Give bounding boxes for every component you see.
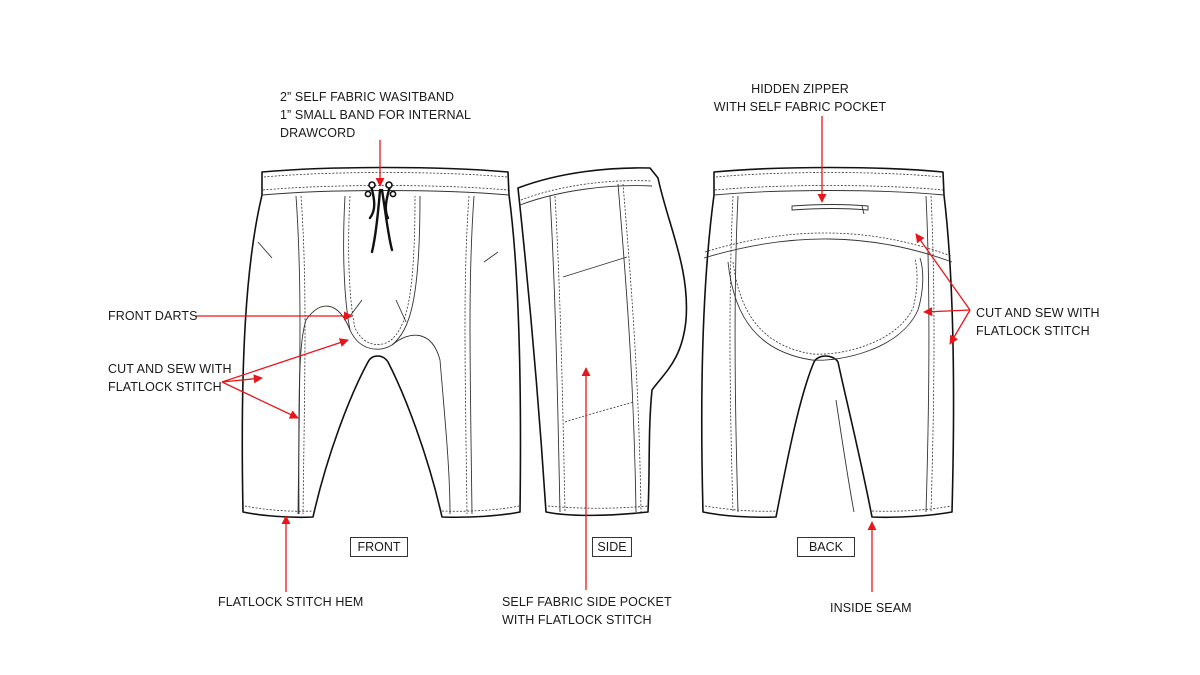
back-yoke-seam <box>703 238 953 263</box>
hidden-zipper-icon <box>791 204 869 211</box>
side-pocket-callout-line1: SELF FABRIC SIDE POCKET <box>502 595 672 609</box>
flatlock-hem-callout: FLATLOCK STITCH HEM <box>218 593 363 611</box>
side-view-garment <box>517 167 688 517</box>
cut-sew-right-callout-line1: CUT AND SEW WITH <box>976 306 1100 320</box>
cut-sew-right-callout: CUT AND SEW WITH FLATLOCK STITCH <box>976 304 1100 340</box>
back-view-garment <box>700 166 955 519</box>
cut-sew-right-callout-line2: FLATLOCK STITCH <box>976 324 1090 338</box>
side-front-seam <box>549 195 561 513</box>
front-dart-right <box>395 299 407 323</box>
hidden-zipper-callout: HIDDEN ZIPPER WITH SELF FABRIC POCKET <box>700 80 900 116</box>
back-left-panel-seam <box>734 195 739 513</box>
cut-sew-left-callout-line2: FLATLOCK STITCH <box>108 380 222 394</box>
back-inside-seam <box>835 399 855 513</box>
front-right-pocket <box>483 251 499 263</box>
waistband-callout-line2: 1” SMALL BAND FOR INTERNAL <box>280 108 472 122</box>
waistband-callout-line3: DRAWCORD <box>280 126 356 140</box>
side-pocket-bottom <box>564 401 635 423</box>
front-view-label: FRONT <box>350 537 408 557</box>
back-waistband-seam <box>713 190 945 196</box>
back-seat-seam <box>727 257 924 361</box>
side-pocket-callout-line2: WITH FLATLOCK STITCH <box>502 613 652 627</box>
inside-seam-callout: INSIDE SEAM <box>830 599 912 617</box>
drawcord-icon <box>368 184 394 254</box>
front-darts-callout-text: FRONT DARTS <box>108 309 198 323</box>
cut-sew-left-callout: CUT AND SEW WITH FLATLOCK STITCH <box>108 360 232 396</box>
hidden-zipper-callout-line2: WITH SELF FABRIC POCKET <box>713 100 887 114</box>
waistband-callout-line1: 2” SELF FABRIC WASITBAND <box>280 90 455 104</box>
hidden-zipper-callout-line1: HIDDEN ZIPPER <box>751 82 849 96</box>
front-waistband-seam <box>261 190 510 196</box>
cut-sew-left-callout-line1: CUT AND SEW WITH <box>108 362 232 376</box>
front-view-garment <box>241 166 522 519</box>
front-darts-callout: FRONT DARTS <box>108 307 198 325</box>
waistband-callout: 2” SELF FABRIC WASITBAND 1” SMALL BAND F… <box>280 88 471 142</box>
front-gusset <box>343 195 421 350</box>
side-back-seam <box>617 183 637 513</box>
side-view-label: SIDE <box>592 537 632 557</box>
back-view-label: BACK <box>797 537 855 557</box>
side-pocket-callout: SELF FABRIC SIDE POCKET WITH FLATLOCK ST… <box>502 593 672 629</box>
flatlock-hem-callout-text: FLATLOCK STITCH HEM <box>218 595 364 609</box>
front-right-panel-seam <box>469 195 475 515</box>
annotation-arrows <box>196 116 971 592</box>
front-left-pocket <box>257 241 273 259</box>
back-right-panel-seam <box>925 195 930 513</box>
inside-seam-callout-text: INSIDE SEAM <box>830 601 912 615</box>
side-waistband-seam <box>519 185 653 206</box>
side-pocket-opening <box>562 256 628 278</box>
